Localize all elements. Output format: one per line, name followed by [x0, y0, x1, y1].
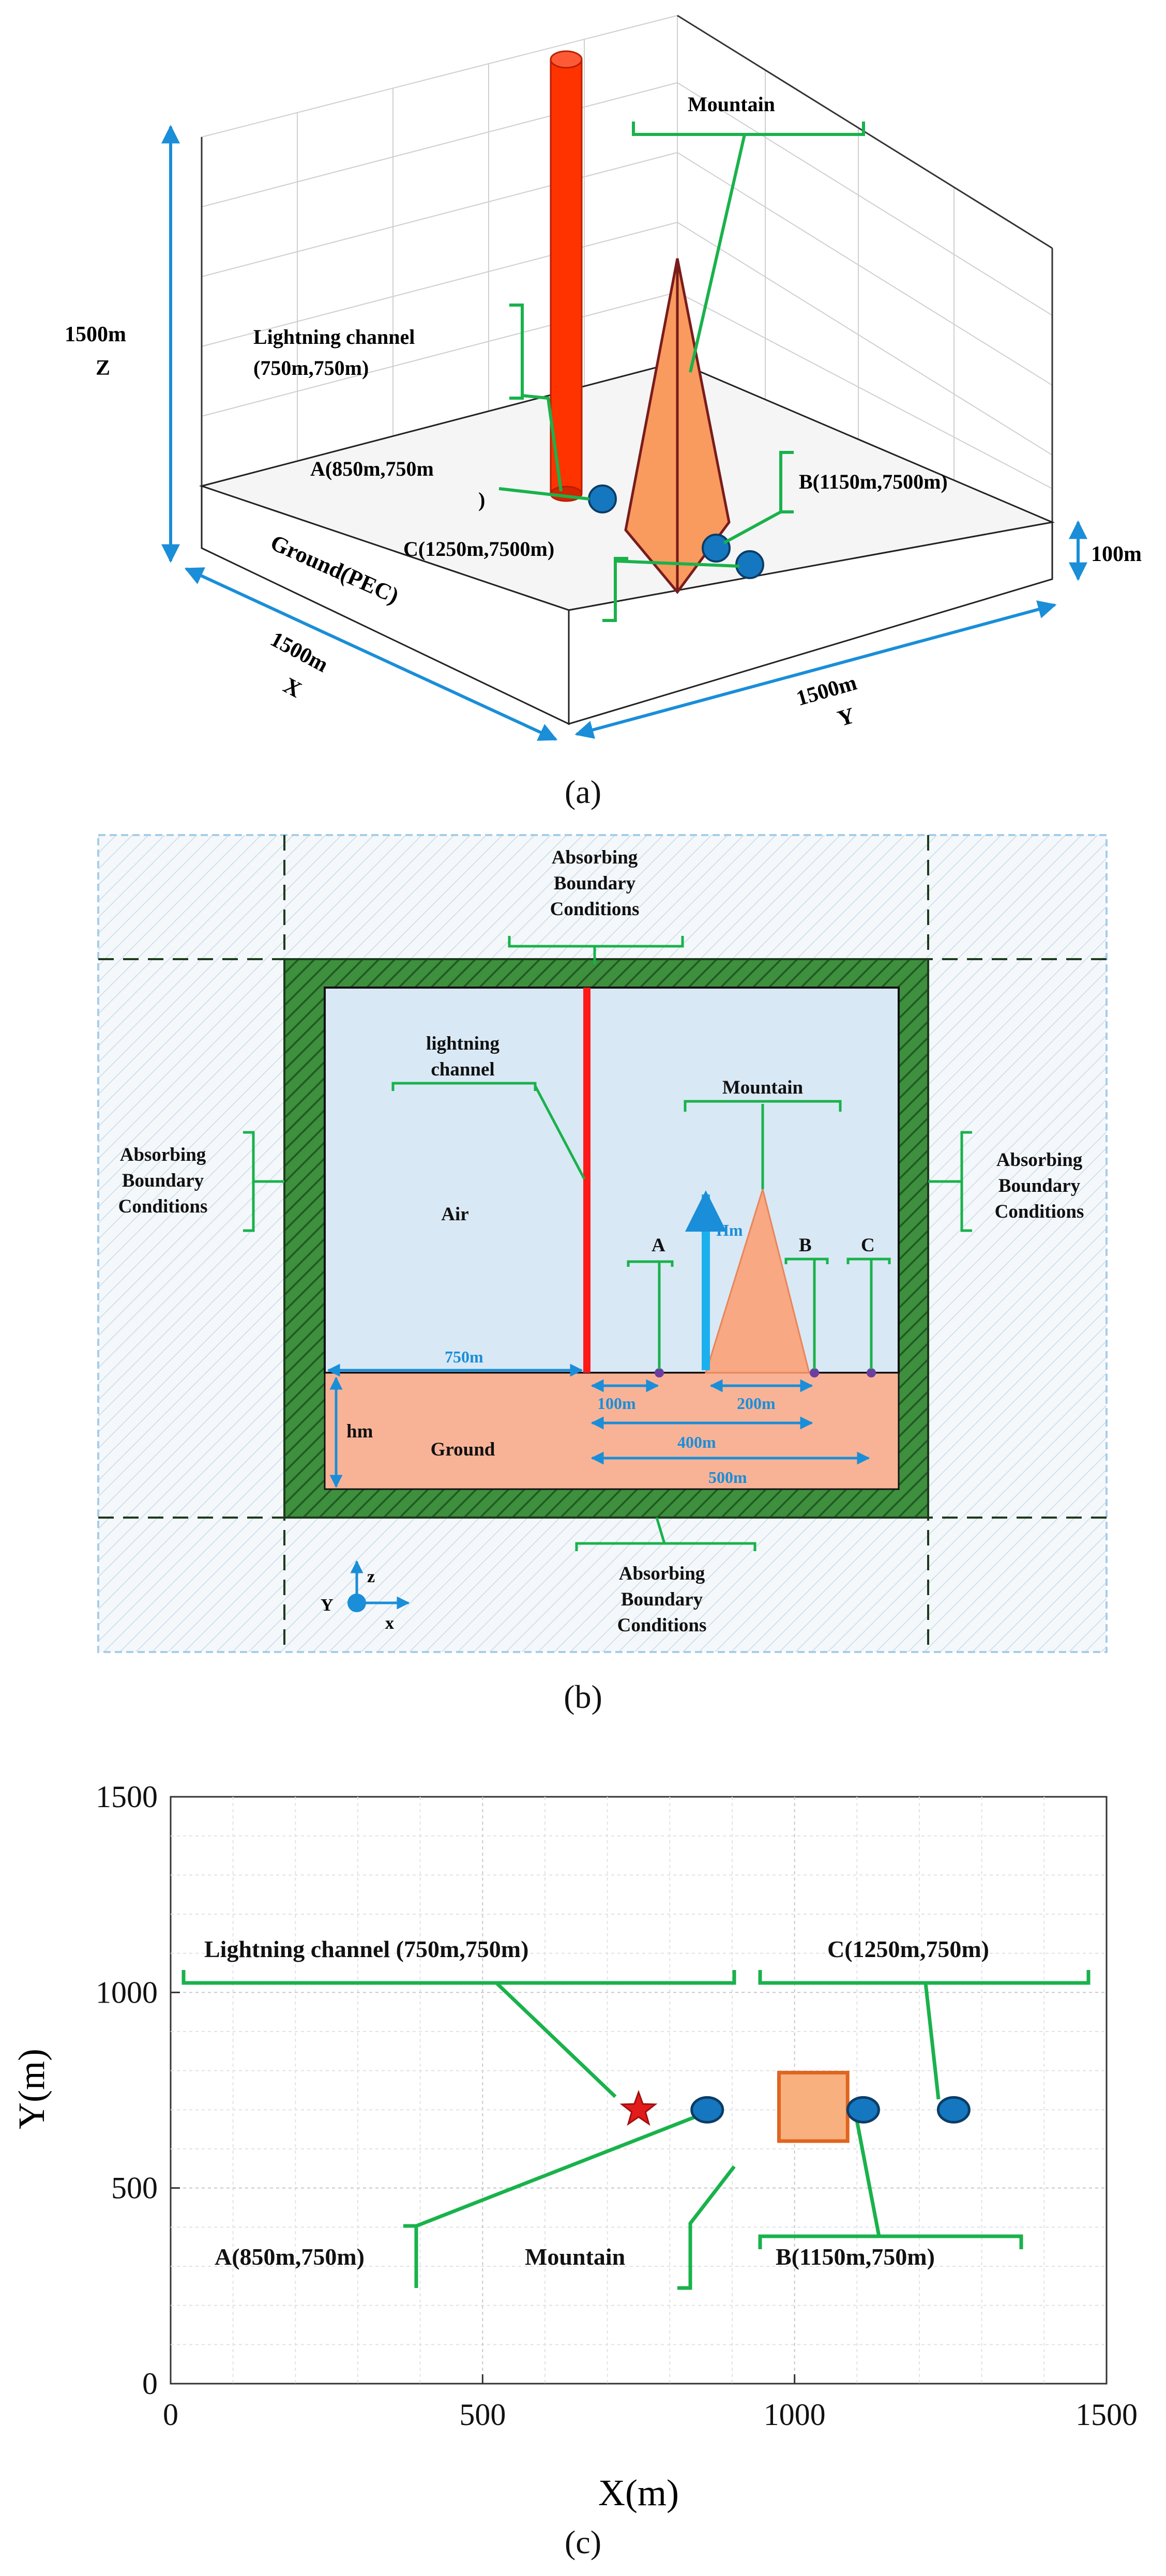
y-tick-label: 500 — [111, 2171, 158, 2205]
mountain-shape — [624, 258, 731, 595]
panel-a-svg: Mountain Lightning channel (750m,750m) A… — [65, 14, 1142, 741]
mountain-shape-b — [704, 1186, 810, 1374]
dim-hm: Hm — [716, 1221, 743, 1239]
abc-left-3: Conditions — [118, 1196, 208, 1217]
dim-labels-b: 750m 100m 200m 400m 500m Hm — [445, 1221, 776, 1487]
panel-c-chart: 0 500 1000 1500 0 500 1000 1500 Lightning chann… — [11, 1780, 1138, 2513]
ground-depth-label: hm — [346, 1421, 373, 1442]
air-region — [324, 987, 900, 1374]
x-tick-label: 1500 — [1076, 2398, 1138, 2432]
abc-bottom-1: Absorbing — [619, 1563, 705, 1584]
observation-point-mark — [846, 2096, 880, 2124]
point-b — [702, 534, 731, 563]
grid — [171, 1797, 1107, 2384]
dim-100: 100m — [597, 1394, 636, 1413]
point-a — [588, 484, 617, 513]
axis-x-label: x — [385, 1614, 394, 1633]
abc-bottom-3: Conditions — [617, 1615, 707, 1636]
axis-y-label: Y — [321, 1596, 334, 1615]
channel-label-1: lightning — [426, 1033, 499, 1054]
dimension-arrows — [161, 125, 1087, 741]
x-axis-label: X — [279, 673, 306, 703]
y-tick-label: 1500 — [96, 1780, 158, 1814]
lightning-star-mark — [619, 2089, 658, 2126]
pt-b-label: B — [799, 1235, 812, 1256]
axis-z-label: z — [367, 1567, 375, 1586]
mountain-label-c: Mountain — [525, 2244, 625, 2270]
pt-c-label: C — [861, 1235, 875, 1256]
point-c — [735, 550, 764, 579]
ground-label-b: Ground — [431, 1439, 495, 1460]
abc-right-3: Conditions — [995, 1201, 1084, 1222]
observation-point-mark — [690, 2096, 724, 2124]
labels-c: Lightning channel (750m,750m) C(1250m,75… — [204, 1936, 989, 2270]
caption-a: (a) — [564, 774, 602, 810]
dim-750: 750m — [445, 1347, 483, 1366]
point-c-label: C(1250m,7500m) — [403, 537, 554, 560]
mountain-mark — [777, 2070, 850, 2143]
caption-c: (c) — [564, 2524, 602, 2560]
b-label-c: B(1150m,750m) — [776, 2244, 935, 2270]
air-label: Air — [441, 1204, 468, 1225]
mountain-label-b: Mountain — [722, 1077, 804, 1098]
channel-label-line2: (750m,750m) — [253, 356, 369, 380]
thickness-dimension: 100m — [1091, 542, 1142, 566]
c-label-c: C(1250m,750m) — [827, 1936, 989, 1962]
y-tick-label: 1000 — [96, 1975, 158, 2009]
abc-right-1: Absorbing — [996, 1149, 1083, 1171]
abc-left-1: Absorbing — [120, 1144, 206, 1165]
point-a-b — [655, 1368, 664, 1377]
x-dimension: 1500m — [266, 627, 332, 677]
a-label-c: A(850m,750m) — [215, 2244, 365, 2270]
x-tick-label: 500 — [459, 2398, 506, 2432]
point-c-b — [867, 1368, 876, 1377]
abc-top-1: Absorbing — [552, 847, 638, 868]
caption-b: (b) — [564, 1678, 602, 1715]
z-axis-label: Z — [96, 356, 110, 380]
channel-label-2: channel — [431, 1059, 494, 1080]
dim-400: 400m — [677, 1433, 716, 1451]
dim-500: 500m — [708, 1468, 747, 1487]
ground-region — [324, 1372, 900, 1490]
point-b-label: B(1150m,7500m) — [799, 470, 948, 493]
point-b-b — [810, 1368, 819, 1377]
x-axis-label-c: X(m) — [598, 2472, 679, 2513]
ground-slab — [199, 361, 1055, 725]
callouts-a — [498, 122, 865, 622]
panel-b: Absorbing Boundary Conditions Absorbing … — [0, 822, 1166, 1660]
abc-bottom-2: Boundary — [621, 1589, 703, 1610]
axis-triad: z x Y — [321, 1560, 410, 1633]
axes-box — [201, 14, 1053, 611]
ticks: 0 500 1000 1500 0 500 1000 1500 — [96, 1780, 1138, 2432]
abc-top-2: Boundary — [554, 873, 636, 894]
abc-left-2: Boundary — [122, 1170, 204, 1191]
panel-b-svg: Absorbing Boundary Conditions Absorbing … — [97, 834, 1108, 1653]
panel-a: Mountain Lightning channel (750m,750m) A… — [0, 0, 1166, 807]
panel-c: 0 500 1000 1500 0 500 1000 1500 Lightning chann… — [0, 1753, 1166, 2539]
y-axis-label: Y — [835, 703, 857, 732]
y-tick-label: 0 — [142, 2367, 158, 2401]
dimension-arrows-b — [327, 1363, 870, 1488]
pt-a-label: A — [652, 1235, 665, 1256]
mountain-label: Mountain — [688, 93, 775, 116]
dim-200: 200m — [737, 1394, 776, 1413]
y-axis-label-c: Y(m) — [11, 2049, 52, 2129]
lightning-channel — [550, 50, 583, 502]
z-dimension: 1500m — [65, 323, 126, 346]
callouts-b — [243, 936, 972, 1551]
point-a-label-paren: ) — [478, 488, 485, 511]
observation-point-mark — [936, 2096, 971, 2124]
abc-top-3: Conditions — [550, 899, 640, 920]
callouts-c — [181, 1970, 1091, 2290]
abc-right-2: Boundary — [998, 1175, 1081, 1196]
point-a-label: A(850m,750m — [310, 457, 434, 480]
chart-marks — [619, 2070, 971, 2143]
x-tick-label: 1000 — [764, 2398, 826, 2432]
x-tick-label: 0 — [163, 2398, 178, 2432]
channel-label-line1: Lightning channel — [253, 325, 415, 348]
labels-b: Absorbing Boundary Conditions Absorbing … — [118, 847, 1084, 1636]
channel-label-c: Lightning channel (750m,750m) — [204, 1936, 528, 1962]
